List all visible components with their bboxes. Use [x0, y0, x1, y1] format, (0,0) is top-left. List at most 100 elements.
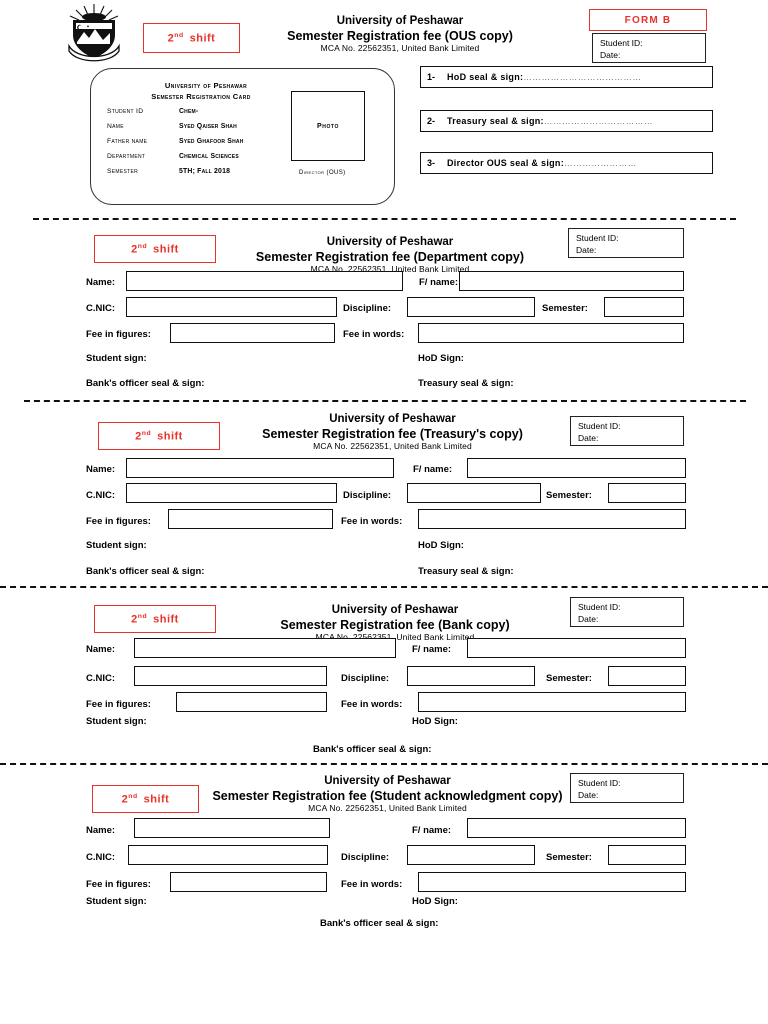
card-heading-line1: University of Peshawar [164, 81, 248, 90]
separator-4 [0, 763, 768, 765]
input-fee-figures-treasury[interactable] [168, 509, 333, 529]
input-name-bank[interactable] [134, 638, 396, 658]
title-block-bank: University of Peshawar Semester Registra… [225, 604, 565, 642]
section-title-ous: Semester Registration fee (OUS copy) [287, 28, 513, 43]
input-name-department[interactable] [126, 271, 403, 291]
label-discipline-student: Discipline: [341, 852, 390, 863]
input-cnic-student[interactable] [128, 845, 328, 865]
treasury-seal-row[interactable]: 2- Treasury seal & sign: ……………………………… [420, 110, 713, 132]
label-name-student: Name: [86, 825, 116, 836]
hod-seal-dots: ………………………………… [523, 72, 642, 82]
title-block-department: University of Peshawar Semester Registra… [215, 236, 565, 274]
account-line-student: MCA No. 22562351, United Bank Limited [308, 803, 467, 814]
label-fee-words-student: Fee in words: [341, 879, 403, 890]
input-discipline-bank[interactable] [407, 666, 535, 686]
input-fee-words-student[interactable] [418, 872, 686, 892]
label-fee-words-department: Fee in words: [343, 329, 405, 340]
label-student-sign-department: Student sign: [86, 353, 147, 364]
input-discipline-department[interactable] [407, 297, 535, 317]
shift-word: shift [189, 32, 216, 45]
label-cnic-student: C.NIC: [86, 852, 116, 863]
input-fee-figures-department[interactable] [170, 323, 335, 343]
label-treasury-sign-department: Treasury seal & sign: [418, 378, 514, 389]
hod-seal-number: 1- [427, 72, 436, 82]
label-cnic-department: C.NIC: [86, 303, 116, 314]
director-ous-seal-row[interactable]: 3- Director OUS seal & sign: …………………… [420, 152, 713, 174]
hod-seal-row[interactable]: 1- HoD seal & sign: ………………………………… [420, 66, 713, 88]
label-hod-sign-department: HoD Sign: [418, 353, 464, 364]
university-name: University of Peshawar [336, 15, 464, 27]
input-cnic-bank[interactable] [134, 666, 327, 686]
label-hod-sign-student: HoD Sign: [412, 896, 458, 907]
input-fee-words-bank[interactable] [418, 692, 686, 712]
label-bank-officer-bank: Bank's officer seal & sign: [313, 744, 432, 755]
label-student-sign-student: Student sign: [86, 896, 147, 907]
input-fee-words-treasury[interactable] [418, 509, 686, 529]
label-bank-officer-department: Bank's officer seal & sign: [86, 378, 205, 389]
input-discipline-treasury[interactable] [407, 483, 541, 503]
shift-sup: nd [174, 31, 184, 39]
input-semester-bank[interactable] [608, 666, 686, 686]
input-cnic-department[interactable] [126, 297, 337, 317]
input-semester-department[interactable] [604, 297, 684, 317]
label-name-department: Name: [86, 277, 116, 288]
input-semester-treasury[interactable] [608, 483, 686, 503]
label-fee-words-treasury: Fee in words: [341, 516, 403, 527]
separator-2 [24, 400, 746, 402]
student-id-box-student[interactable]: Student ID: Date: [570, 773, 684, 803]
input-fname-student[interactable] [467, 818, 686, 838]
hod-seal-text: HoD seal & sign: [447, 72, 524, 82]
label-fname-treasury: F/ name: [413, 464, 453, 475]
input-fee-figures-student[interactable] [170, 872, 327, 892]
director-ous-label: Director (OUS) [299, 170, 346, 176]
university-name-treasury: University of Peshawar [329, 413, 456, 425]
student-id-box-bank[interactable]: Student ID: Date: [570, 597, 684, 627]
label-fname-department: F/ name: [419, 277, 459, 288]
label-cnic-bank: C.NIC: [86, 673, 116, 684]
university-name-bank: University of Peshawar [331, 604, 459, 616]
shift-num: 2 [167, 32, 175, 45]
account-line-bank: MCA No. 22562351, United Bank Limited [316, 632, 475, 643]
separator-3 [0, 586, 768, 588]
input-name-student[interactable] [134, 818, 330, 838]
label-bank-officer-student: Bank's officer seal & sign: [320, 918, 439, 929]
label-student-sign-bank: Student sign: [86, 716, 147, 727]
card-row-value-0: Chem- [179, 108, 199, 115]
label-semester-bank: Semester: [546, 673, 592, 684]
input-name-treasury[interactable] [126, 458, 394, 478]
label-fee-figures-bank: Fee in figures: [86, 699, 151, 710]
label-fee-figures-treasury: Fee in figures: [86, 516, 151, 527]
student-id-box-department[interactable]: Student ID: Date: [568, 228, 684, 258]
label-fee-figures-department: Fee in figures: [86, 329, 151, 340]
account-line-ous: MCA No. 22562351, United Bank Limited [320, 43, 480, 54]
label-discipline-bank: Discipline: [341, 673, 390, 684]
label-semester-student: Semester: [546, 852, 592, 863]
label-fname-bank: F/ name: [412, 644, 452, 655]
input-fee-words-department[interactable] [418, 323, 684, 343]
input-fee-figures-bank[interactable] [176, 692, 327, 712]
university-of-peshawar-crest-icon [63, 2, 125, 62]
director-seal-text: Director OUS seal & sign: [447, 158, 565, 168]
input-semester-student[interactable] [608, 845, 686, 865]
card-row-label-2: Father name [107, 138, 148, 145]
input-fname-department[interactable] [459, 271, 684, 291]
label-semester-department: Semester: [542, 303, 588, 314]
input-fname-bank[interactable] [467, 638, 686, 658]
form-b-label: FORM B [624, 14, 672, 26]
card-row-label-0: Student ID [107, 108, 144, 115]
input-discipline-student[interactable] [407, 845, 535, 865]
student-id-label: Student ID: [600, 38, 643, 48]
label-name-bank: Name: [86, 644, 116, 655]
student-id-box-ous[interactable]: Student ID: Date: [592, 33, 706, 63]
card-row-label-4: Semester [107, 168, 139, 175]
section-title-treasury: Semester Registration fee (Treasury's co… [262, 426, 523, 441]
input-fname-treasury[interactable] [467, 458, 686, 478]
card-row-value-3: Chemical Sciences [179, 153, 239, 160]
university-name-student: University of Peshawar [324, 775, 451, 787]
input-cnic-treasury[interactable] [126, 483, 337, 503]
card-row-label-1: Name [107, 123, 124, 130]
student-id-box-treasury[interactable]: Student ID: Date: [570, 416, 684, 446]
